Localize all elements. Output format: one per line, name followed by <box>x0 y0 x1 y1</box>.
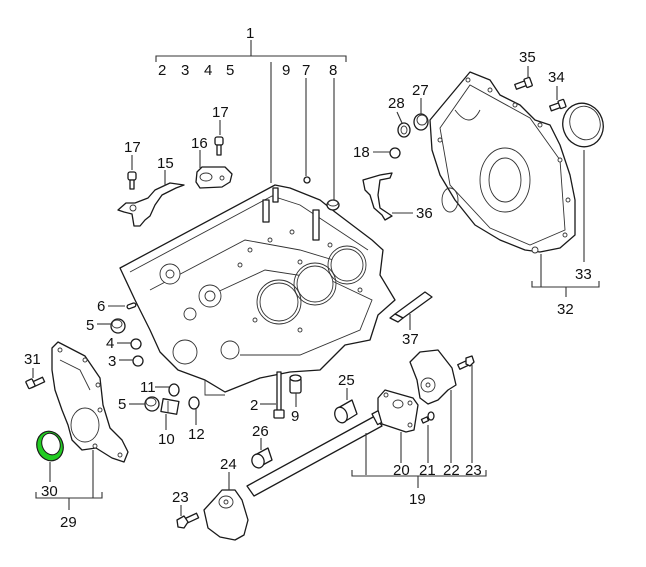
part-33-seal[interactable] <box>557 97 610 152</box>
engine-block[interactable] <box>119 184 396 396</box>
part-35-bolt[interactable] <box>514 76 533 90</box>
callout-12: 12 <box>188 426 205 443</box>
callout-30: 30 <box>41 483 58 500</box>
callout-1: 1 <box>246 25 254 42</box>
part-12-o-ring[interactable] <box>188 396 200 410</box>
callout-31: 31 <box>24 351 41 368</box>
part-2-bolt[interactable] <box>273 371 285 419</box>
callout-28: 28 <box>388 95 405 112</box>
callout-25: 25 <box>338 372 355 389</box>
part-22-pump-cover[interactable] <box>409 349 457 405</box>
part-34-bolt[interactable] <box>549 98 567 112</box>
callout-37: 37 <box>402 331 419 348</box>
part-8-plug[interactable] <box>326 199 340 211</box>
callout-35: 35 <box>519 49 536 66</box>
part-17-bolt-left[interactable] <box>127 171 137 190</box>
part-23-bolt-upper[interactable] <box>457 355 475 370</box>
callout-24: 24 <box>220 456 237 473</box>
part-9-sleeve[interactable] <box>289 374 302 394</box>
part-5-plug-lower[interactable] <box>144 396 160 412</box>
callout-9: 9 <box>291 408 299 425</box>
callout-4: 4 <box>106 335 114 352</box>
callout-20: 20 <box>393 462 410 479</box>
part-3-plug[interactable] <box>132 355 144 367</box>
part-32-rear-cover[interactable] <box>429 71 576 254</box>
callout-5-group: 5 <box>226 62 234 79</box>
callout-34: 34 <box>548 69 565 86</box>
callout-labels: 1 2 3 4 5 9 7 8 17 17 16 15 35 34 28 27 … <box>24 25 592 531</box>
callout-11: 11 <box>140 379 156 396</box>
callout-23-upper: 23 <box>465 462 482 479</box>
part-20-pump-plate[interactable] <box>377 389 419 433</box>
part-29-front-cover[interactable] <box>51 341 129 463</box>
callout-33: 33 <box>575 266 592 283</box>
callout-4-group: 4 <box>204 62 212 79</box>
callout-17-left: 17 <box>124 139 141 156</box>
callout-18: 18 <box>353 144 370 161</box>
callout-2-group: 2 <box>158 62 166 79</box>
group-bracket-32 <box>531 254 600 297</box>
part-21-screw[interactable] <box>420 411 435 424</box>
callout-19: 19 <box>409 491 426 508</box>
callout-10: 10 <box>158 431 175 448</box>
group-bracket-19 <box>351 433 487 488</box>
part-16-cover[interactable] <box>195 166 233 189</box>
callout-29: 29 <box>60 514 77 531</box>
part-27-plug[interactable] <box>413 113 429 131</box>
callout-17-right: 17 <box>212 104 229 121</box>
callout-26: 26 <box>252 423 269 440</box>
part-5-plug-upper[interactable] <box>110 318 126 334</box>
callout-9-group: 9 <box>282 62 290 79</box>
callout-32: 32 <box>557 301 574 318</box>
part-4-plug[interactable] <box>130 338 142 350</box>
part-31-bolt[interactable] <box>25 376 46 390</box>
callout-5-lower: 5 <box>118 396 126 413</box>
part-28-o-ring[interactable] <box>397 122 411 138</box>
callout-16: 16 <box>191 135 208 152</box>
part-30-seal[interactable] <box>33 427 68 464</box>
callout-36: 36 <box>416 205 433 222</box>
callout-6: 6 <box>97 298 105 315</box>
part-25-bushing[interactable] <box>333 399 358 425</box>
part-10-block[interactable] <box>160 398 180 415</box>
part-7-plug[interactable] <box>303 176 311 184</box>
group-bracket-1 <box>155 40 347 62</box>
callout-5-upper: 5 <box>86 317 94 334</box>
callout-23-lower: 23 <box>172 489 189 506</box>
part-23-bolt-lower[interactable] <box>176 512 200 529</box>
callout-8: 8 <box>329 62 337 79</box>
callout-2: 2 <box>250 397 258 414</box>
part-24-housing[interactable] <box>203 489 249 541</box>
callout-27: 27 <box>412 82 429 99</box>
part-18-plug[interactable] <box>389 147 401 159</box>
callout-7: 7 <box>302 62 310 79</box>
part-17-bolt-right[interactable] <box>214 136 224 156</box>
callout-22: 22 <box>443 462 460 479</box>
group-bracket-29 <box>35 450 103 510</box>
part-37-sealant-tube[interactable] <box>389 291 433 323</box>
part-36-bracket[interactable] <box>362 172 393 221</box>
callout-3: 3 <box>108 353 116 370</box>
part-6-pin[interactable] <box>126 302 137 310</box>
callout-21: 21 <box>419 462 436 479</box>
callout-15: 15 <box>157 155 174 172</box>
callout-3-group: 3 <box>181 62 189 79</box>
part-11-o-ring[interactable] <box>168 383 180 397</box>
part-26-bushing[interactable] <box>250 447 273 470</box>
part-15-bracket[interactable] <box>117 182 185 227</box>
